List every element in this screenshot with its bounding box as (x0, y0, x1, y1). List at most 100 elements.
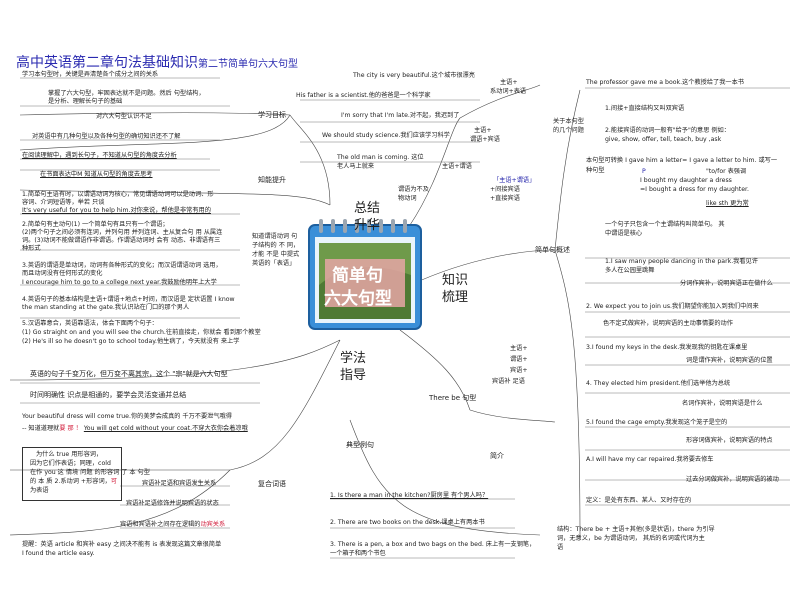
pattern-svoc-label-2: 谓语+ (510, 356, 528, 363)
svoc-example-4: 4. They elected him president.他们选举他为总统 (586, 380, 731, 387)
branch-knowledge-line1: 知识 (442, 273, 469, 288)
knowledge-note-2: 子结构的 不 同， (252, 242, 300, 249)
point-1-example: It's very useful for you to help him.对你来… (22, 207, 211, 214)
point-4-example: the man standing at the gate.我认识站在门口的那个男… (22, 304, 190, 311)
pattern-sv-label: 主语+谓语 (442, 163, 472, 170)
pattern-svc-label-2: 系动词+表语 (490, 88, 527, 95)
point-1-text-b: 容词、介词短语等，举若 只谈 (22, 199, 105, 206)
svoo-point-3b: 种句型 (586, 167, 605, 174)
point-2-text-b: (2)两个句子之间必须有连词，并列句用 并列连词、主从复合句 用 从属连 (22, 229, 223, 236)
pattern-svo-label-1: 主语+ (474, 127, 492, 134)
note-line-4b: 可 (110, 478, 118, 485)
knowledge-note-4: 英语的「表语」 (252, 260, 296, 267)
svoc-example-6: A.I will have my car repaired.我将要去修车 (586, 456, 714, 463)
svoo-point-3: 本句型可转换 I gave him a letter= I gave a let… (586, 157, 778, 164)
goal-label: 学习目标 (258, 111, 286, 119)
point-4-text: 4.英语句子的基本结构是主语+谓语+地点+时间，而汉语是 定状语置 I know (22, 296, 235, 303)
intransitive-note-1: 谓语为不及 (398, 186, 429, 193)
svoo-point-3c: I bought my daughter a dress (640, 177, 732, 184)
goal-text-1: 学习本句型时，关键是弄清楚各个成分之间的关系 (22, 71, 159, 78)
svoc-explain-2: 色不定式做宾补，说明宾语的主动事情要的动作 (603, 320, 733, 327)
intro-label: 简介 (490, 452, 504, 460)
method-text-4b: 要 那 ！ (59, 425, 82, 432)
ability-label: 知能提升 (258, 176, 286, 184)
s-v-example-1b: 老人马上就来 (337, 163, 375, 170)
svoo-point-2b: give, show, offer, tell, teach, buy ,ask (605, 136, 722, 143)
svoo-point-3d: =I bought a dress for my daughter. (640, 186, 749, 193)
there-be-label: There be 句型 (429, 394, 477, 402)
method-text-4: -- 知道道理就要 那 ！ You will get cold without … (22, 425, 248, 433)
page-title-main: 高中英语第二章句法基础知识 (16, 55, 198, 71)
goal-text-6: 在阅读理解中，遇到长句子，不知道从句型的角度去分析 (22, 152, 177, 159)
review-text-3b: 动宾关系 (200, 521, 226, 528)
goal-text-3: 是分析、理解长句子的基础 (48, 98, 123, 105)
note-line-2: 因为它们作表语；同理，cold (30, 460, 111, 467)
review-text-3a: 宾语和宾语补之间存在逻辑的 (120, 521, 201, 528)
reminder-example: I found the article easy. (22, 550, 95, 557)
goal-text-5: 对英语中有几种句型以及各种句型的确切知识还不了解 (32, 133, 181, 140)
svoo-point-3-emphasis: "to/for 表强调 (706, 168, 747, 175)
branch-summary-line1: 总结 (354, 201, 381, 216)
review-text-1: 宾语补足语和宾语发生关系 (142, 480, 217, 487)
svoc-example-5: 5.I found the cage empty.我发现这个笼子是空的 (586, 419, 728, 426)
note-box (22, 447, 122, 501)
page-title-sub: 第二节简单句六大句型 (198, 59, 298, 70)
svoo-point-2: 2.能接宾语的动词一般有"给予"的意思 例如： (605, 127, 730, 134)
there-structure-2: 词，无意义，be 为谓语动词， 其后的名词或代词为主 (557, 535, 705, 542)
point-2-text-c: 词。(3)动词不能做谓语作非谓语。作谓语动词时 会有 动态、非谓语有三 (22, 237, 221, 244)
simple-definition-1: 一个句子只包含一个主谓结构叫简单句。 其 (605, 221, 725, 228)
point-5-text: 5.汉语靠意合，英语靠语法，体会下面两个句子： (22, 320, 158, 327)
note-line-3: 在作 you 这 情境 问题 的形容词 了 本 句型 (30, 469, 150, 476)
center-topic-line1: 简单句 (332, 266, 383, 286)
branch-knowledge: 知识 梳理 (442, 272, 468, 306)
svc-example-3: I'm sorry that I'm late.对不起，我迟到了 (341, 112, 460, 119)
review-text-3: 宾语和宾语补之间存在逻辑的动宾关系 (120, 521, 225, 529)
there-example-1: 1. Is there a man in the kitchen?厨房里 有个男… (330, 492, 489, 499)
branch-summary-line2: 升华 (354, 218, 381, 233)
branch-method: 学法 指导 (340, 350, 366, 384)
reminder-text: 提醒：英语 article 和宾补 easy 之间决不能有 is 表发现这篇文章… (22, 541, 222, 548)
svc-example-2: His father is a scientist.他的爸爸是一个科学家 (296, 92, 431, 99)
sv-example-1: We should study science.我们应该学习科学 (322, 132, 450, 139)
svoo-point-1: 1.间接+直接结构又叫双宾语 (605, 105, 685, 112)
method-text-1: 英语的句子千变万化，但万变不离其宗，这个 "宗"就是六大句型 (30, 370, 228, 378)
note-line-4: 的 本 质 2.系动词 +形容词，可 (30, 478, 117, 486)
pattern-svo-label-2: 谓语+宾语 (470, 136, 500, 143)
svoc-example-1b: 多人在公园里跳舞 (605, 267, 655, 274)
svoc-example-1: 1.I saw many people dancing in the park.… (605, 258, 758, 265)
knowledge-note-1: 知道谓语动词 句 (252, 233, 298, 240)
svoc-explain-1: 分词作宾补，说明宾语正在做什么 (680, 280, 773, 287)
branch-knowledge-line2: 梳理 (442, 290, 469, 305)
svc-example-1: The city is very beautiful.这个城市很漂亮 (353, 72, 475, 79)
simple-overview-label: 简单句概述 (535, 246, 570, 254)
note-line-5: 为表语 (30, 487, 49, 494)
svoc-explain-5: 形容词做宾补，说明宾语的特点 (686, 437, 773, 444)
intransitive-note-2: 物动词 (398, 195, 417, 202)
svoo-questions-label-1: 关于本句型 (553, 118, 584, 125)
pattern-svoo-label-2: +间接宾语 (490, 186, 520, 193)
review-text-2: 宾语补足语修饰并说明宾语的状态 (126, 500, 219, 507)
point-5-example-2: (2) He's ill so he doesn't go to school … (22, 338, 240, 345)
point-3-text: 3.英语的谓语是单动词，动词有各种形式的变化；而汉语谓语动词 选用， (22, 262, 222, 269)
point-2-text-d: 种形式 (22, 245, 41, 252)
branch-summary: 总结 升华 (354, 200, 380, 234)
goal-text-2: 掌握了六大句型，牢固表达就不是问题。然后 句型结构， (48, 90, 205, 97)
there-example-3b: 一个箱子和两个书包 (330, 550, 386, 557)
there-definition: 定义：是处有东西、某人、又时存在的 (586, 497, 692, 504)
note-line-1: 为什么 true 用形容词， (36, 451, 103, 458)
page-title: 高中英语第二章句法基础知识第二节简单句六大句型 (16, 52, 298, 72)
pattern-svoc-label-3: 宾语+ (510, 367, 528, 374)
there-example-3: 3. There is a pen, a box and two bags on… (330, 541, 536, 548)
point-3-text-b: 而且动词没有任何形式的变化 (22, 270, 103, 277)
center-topic-image (305, 215, 425, 333)
method-text-3: Your beautiful dress will come true.你的美梦… (22, 413, 232, 420)
method-text-4a: -- 知道道理就 (22, 425, 60, 432)
there-example-2: 2. There are two books on the desk.课桌上有两… (330, 519, 485, 526)
point-2-text: 2.简单句有主动句(1) 一个简单句有且只有一个谓语； (22, 221, 169, 228)
pattern-svoc-label-1: 主语+ (510, 345, 528, 352)
branch-method-line2: 指导 (340, 368, 367, 383)
there-structure-1: 结构：There be + 主语+其他(多是状语)，there 为引导 (557, 526, 715, 533)
knowledge-note-3: 才能 不是 中提式 (252, 251, 300, 258)
svoo-questions-label-2: 的几个问题 (553, 127, 584, 134)
